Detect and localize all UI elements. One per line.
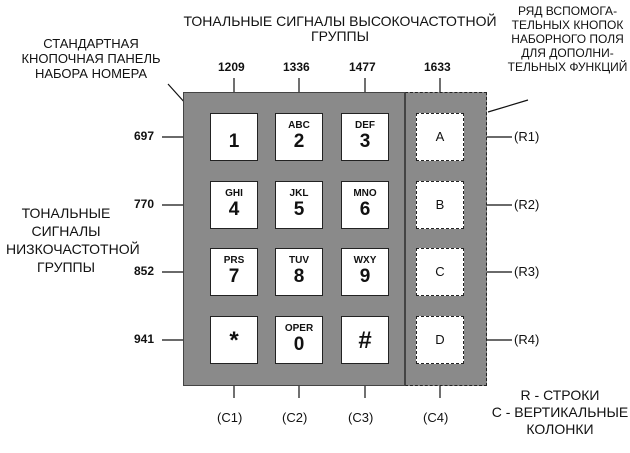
- row-freq-3: 852: [134, 264, 155, 278]
- col-label-c1: (C1): [217, 410, 243, 425]
- row-label-r2: (R2): [514, 197, 540, 212]
- row-label-r1: (R1): [514, 129, 540, 144]
- key-a[interactable]: A: [416, 113, 464, 161]
- key-hash[interactable]: #: [341, 316, 389, 364]
- col-freq-1: 1209: [218, 60, 245, 74]
- col-freq-3: 1477: [349, 60, 376, 74]
- key-d[interactable]: D: [416, 316, 464, 364]
- col-freq-2: 1336: [283, 60, 310, 74]
- row-freq-2: 770: [134, 197, 155, 211]
- row-freq-4: 941: [134, 332, 155, 346]
- key-c[interactable]: C: [416, 248, 464, 296]
- key-1[interactable]: 1: [210, 113, 258, 161]
- col-freq-4: 1633: [424, 60, 451, 74]
- col-label-c3: (C3): [348, 410, 374, 425]
- row-freq-1: 697: [134, 129, 155, 143]
- key-b[interactable]: B: [416, 181, 464, 229]
- row-label-r4: (R4): [514, 332, 540, 347]
- row-label-r3: (R3): [514, 264, 540, 279]
- col-label-c4: (C4): [423, 410, 449, 425]
- col-label-c2: (C2): [282, 410, 308, 425]
- key-star[interactable]: *: [210, 316, 258, 364]
